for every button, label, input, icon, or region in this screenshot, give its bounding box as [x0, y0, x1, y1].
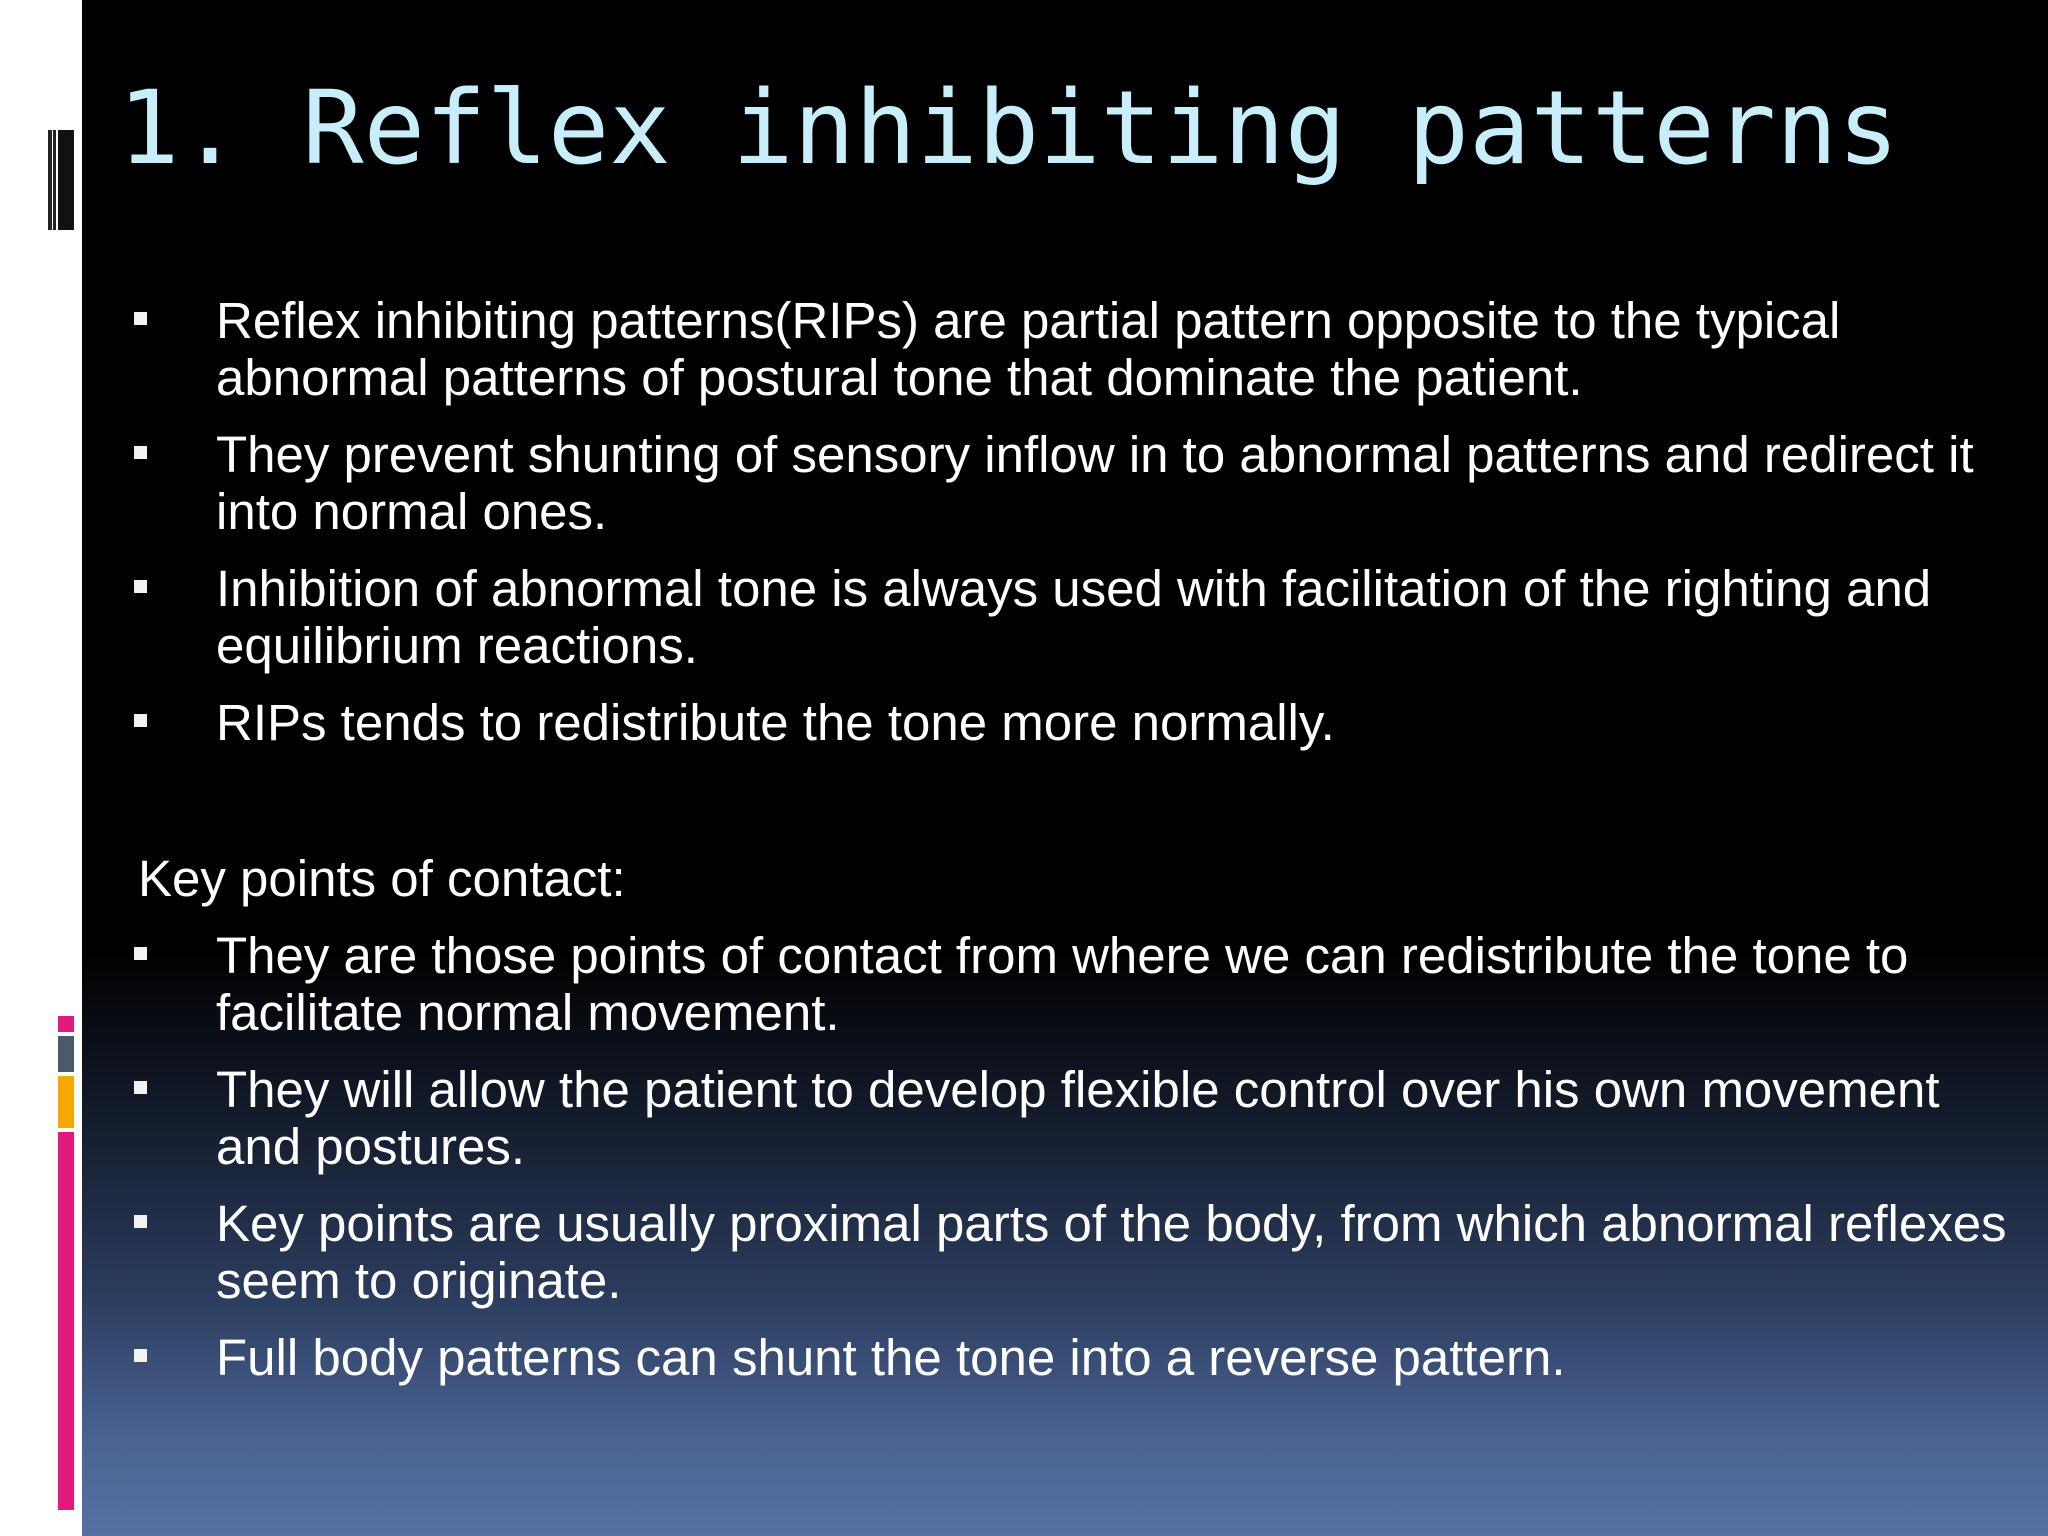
decorative-bar-black: [58, 130, 74, 230]
bullet-item: They prevent shunting of sensory inflow …: [134, 426, 2014, 540]
bullet-list-key-points: They are those points of contact from wh…: [134, 927, 2014, 1406]
bullet-text: They prevent shunting of sensory inflow …: [216, 426, 1974, 540]
decorative-line-black: [48, 130, 52, 230]
bullet-text: Reflex inhibiting patterns(RIPs) are par…: [216, 292, 1841, 406]
left-decoration-strip: [0, 0, 82, 1536]
bullet-text: They are those points of contact from wh…: [216, 927, 1909, 1041]
bullet-text: Full body patterns can shunt the tone in…: [216, 1329, 1566, 1386]
bullet-item: RIPs tends to redistribute the tone more…: [134, 694, 2014, 751]
square-bullet-icon: [134, 1081, 147, 1094]
square-bullet-icon: [134, 714, 147, 727]
bullet-item: They are those points of contact from wh…: [134, 927, 2014, 1041]
bullet-item: Inhibition of abnormal tone is always us…: [134, 560, 2014, 674]
bullet-item: Key points are usually proximal parts of…: [134, 1195, 2014, 1309]
slide-title: 1. Reflex inhibiting patterns: [118, 69, 1899, 188]
slide: 1. Reflex inhibiting patterns Reflex inh…: [82, 0, 2048, 1536]
bullet-text: Key points are usually proximal parts of…: [216, 1195, 2007, 1309]
bullet-item: Full body patterns can shunt the tone in…: [134, 1329, 2014, 1386]
bullet-list-rips: Reflex inhibiting patterns(RIPs) are par…: [134, 292, 2014, 771]
decorative-bar-orange: [58, 1076, 74, 1128]
bullet-text: Inhibition of abnormal tone is always us…: [216, 560, 1932, 674]
square-bullet-icon: [134, 446, 147, 459]
decorative-line-black: [53, 130, 56, 230]
square-bullet-icon: [134, 947, 147, 960]
bullet-text: They will allow the patient to develop f…: [216, 1061, 1940, 1175]
square-bullet-icon: [134, 580, 147, 593]
bullet-item: They will allow the patient to develop f…: [134, 1061, 2014, 1175]
subheading-key-points: Key points of contact:: [138, 850, 626, 907]
decorative-bar-pink-long: [58, 1132, 74, 1510]
square-bullet-icon: [134, 1349, 147, 1362]
decorative-bar-slate: [58, 1036, 74, 1072]
square-bullet-icon: [134, 1215, 147, 1228]
decorative-bar-pink: [58, 1016, 74, 1032]
bullet-text: RIPs tends to redistribute the tone more…: [216, 694, 1335, 751]
bullet-item: Reflex inhibiting patterns(RIPs) are par…: [134, 292, 2014, 406]
square-bullet-icon: [134, 312, 147, 325]
